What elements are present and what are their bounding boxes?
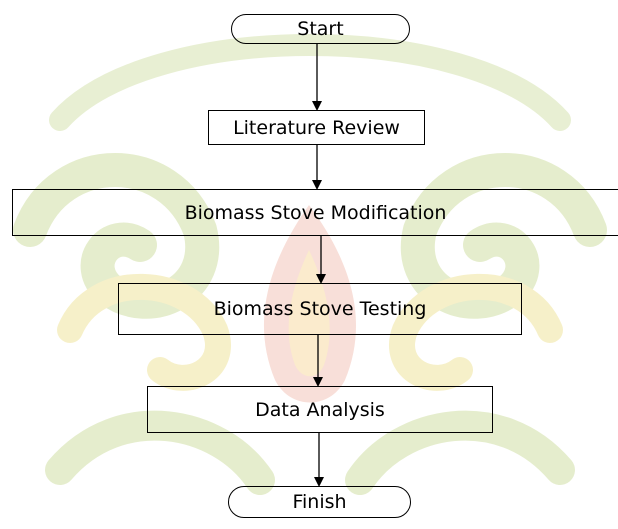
biomass-stove-modification-label: Biomass Stove Modification: [184, 201, 447, 224]
biomass-stove-modification-box: Biomass Stove Modification: [12, 189, 618, 236]
data-analysis-box: Data Analysis: [147, 386, 493, 433]
start-label: Start: [297, 18, 344, 40]
finish-label: Finish: [292, 491, 347, 513]
watermark-ring-top: [49, 34, 571, 131]
watermark-leaf-left: [45, 410, 275, 495]
watermark-leaf-right: [345, 410, 575, 495]
watermark-swirl-right-lower: [389, 273, 563, 391]
start-terminal: Start: [231, 14, 410, 44]
literature-review-box: Literature Review: [208, 110, 425, 145]
finish-terminal: Finish: [228, 486, 411, 518]
literature-review-label: Literature Review: [233, 116, 400, 139]
data-analysis-label: Data Analysis: [255, 398, 385, 421]
watermark-swirl-left-lower: [57, 273, 231, 391]
biomass-stove-testing-label: Biomass Stove Testing: [213, 298, 427, 320]
watermark-swirl-left: [13, 153, 220, 319]
watermark-swirl-right: [400, 153, 607, 319]
biomass-stove-testing-box: Biomass Stove Testing: [118, 283, 522, 335]
